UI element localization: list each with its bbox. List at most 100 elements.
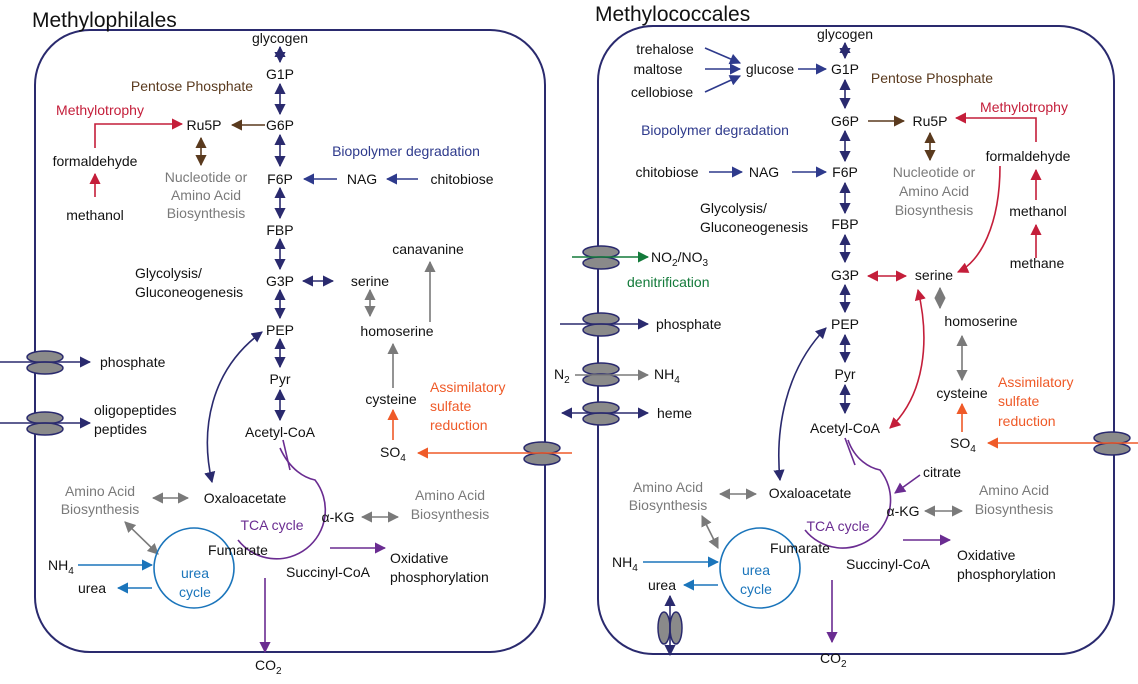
- right-methanol: methanol: [1009, 203, 1067, 219]
- left-formaldehyde: formaldehyde: [53, 153, 138, 169]
- left-glycogen: glycogen: [252, 30, 308, 46]
- left-cysteine: cysteine: [365, 391, 417, 407]
- right-oxidative-line1: Oxidative: [957, 547, 1016, 563]
- left-nag: NAG: [347, 171, 377, 187]
- right-akg: α-KG: [887, 503, 920, 519]
- right-sulfate-transporter-icon: [1093, 431, 1131, 456]
- right-pep: PEP: [831, 316, 859, 332]
- right-so4: SO4: [950, 435, 976, 455]
- left-f6p: F6P: [267, 171, 293, 187]
- left-biopolymer-degradation-label: Biopolymer degradation: [332, 143, 480, 159]
- methylococcales-cell-membrane: [597, 25, 1115, 655]
- right-g1p: G1P: [831, 61, 859, 77]
- right-pyr: Pyr: [835, 366, 856, 382]
- left-oxidative-line2: phosphorylation: [390, 569, 489, 585]
- right-nucleotide-line1: Nucleotide or: [893, 164, 976, 180]
- left-aa-bio-left-line2: Biosynthesis: [61, 501, 140, 517]
- left-assimilatory-line3: reduction: [430, 417, 488, 433]
- left-fumarate: Fumarate: [208, 542, 268, 558]
- right-pentose-phosphate-label: Pentose Phosphate: [871, 70, 993, 86]
- right-chitobiose: chitobiose: [635, 164, 698, 180]
- left-nh4: NH4: [48, 557, 74, 577]
- right-cysteine: cysteine: [936, 385, 988, 401]
- left-tca-cycle-label: TCA cycle: [240, 517, 303, 533]
- right-glycolysis-line1: Glycolysis/: [700, 200, 767, 216]
- right-aa-bio-right-line2: Biosynthesis: [975, 501, 1054, 517]
- methylophilales-cell-membrane: [34, 29, 546, 653]
- right-phosphate-transporter-icon: [582, 312, 620, 337]
- left-pep: PEP: [266, 322, 294, 338]
- right-formaldehyde: formaldehyde: [986, 148, 1071, 164]
- left-urea: urea: [78, 580, 106, 596]
- left-aa-bio-left-line1: Amino Acid: [65, 483, 135, 499]
- left-g6p: G6P: [266, 117, 294, 133]
- right-urea: urea: [648, 577, 676, 593]
- right-urea-cycle-line2: cycle: [740, 581, 772, 597]
- right-serine: serine: [915, 267, 953, 283]
- right-urea-cycle-line1: urea: [742, 562, 770, 578]
- right-maltose: maltose: [633, 61, 682, 77]
- left-co2: CO2: [255, 657, 282, 677]
- right-methane: methane: [1010, 255, 1065, 271]
- left-phosphate: phosphate: [100, 354, 166, 370]
- right-nucleotide-line3: Biosynthesis: [895, 202, 974, 218]
- right-g3p: G3P: [831, 267, 859, 283]
- right-fbp: FBP: [831, 216, 858, 232]
- right-aa-bio-right-line1: Amino Acid: [979, 482, 1049, 498]
- left-chitobiose: chitobiose: [430, 171, 493, 187]
- left-aa-bio-right-line1: Amino Acid: [415, 487, 485, 503]
- left-nucleotide-line3: Biosynthesis: [167, 205, 246, 221]
- left-succinyl-coa: Succinyl-CoA: [286, 564, 371, 580]
- right-citrate: citrate: [923, 464, 961, 480]
- left-pentose-phosphate-label: Pentose Phosphate: [131, 78, 253, 94]
- right-succinyl-coa: Succinyl-CoA: [846, 556, 931, 572]
- right-glycolysis-line2: Gluconeogenesis: [700, 219, 808, 235]
- right-tca-cycle-label: TCA cycle: [806, 518, 869, 534]
- right-ru5p: Ru5P: [912, 113, 947, 129]
- left-akg: α-KG: [322, 509, 355, 525]
- right-assimilatory-line1: Assimilatory: [998, 374, 1073, 390]
- left-oligopeptides: oligopeptides: [94, 402, 177, 418]
- right-fumarate: Fumarate: [770, 540, 830, 556]
- right-arrows: [560, 41, 1138, 657]
- right-trehalose: trehalose: [636, 41, 694, 57]
- left-canavanine: canavanine: [392, 241, 464, 257]
- right-no2-no3: NO2/NO3: [651, 249, 708, 269]
- left-glycolysis-line2: Gluconeogenesis: [135, 284, 243, 300]
- right-nag: NAG: [749, 164, 779, 180]
- left-assimilatory-line1: Assimilatory: [430, 379, 505, 395]
- left-g3p: G3P: [266, 273, 294, 289]
- right-glucose: glucose: [746, 61, 794, 77]
- left-oxaloacetate: Oxaloacetate: [204, 490, 287, 506]
- left-arrows: [0, 45, 572, 654]
- left-pyr: Pyr: [270, 371, 291, 387]
- left-phosphate-transporter-icon: [26, 350, 64, 375]
- left-oligopeptide-transporter-icon: [26, 411, 64, 436]
- left-peptides: peptides: [94, 421, 147, 437]
- left-acetyl-coa: Acetyl-CoA: [245, 424, 316, 440]
- left-urea-cycle-line1: urea: [181, 565, 209, 581]
- left-serine: serine: [351, 273, 389, 289]
- left-aa-bio-right-line2: Biosynthesis: [411, 506, 490, 522]
- right-nh4: NH4: [612, 554, 638, 574]
- right-n2: N2: [554, 366, 570, 386]
- left-methylotrophy-label: Methylotrophy: [56, 102, 144, 118]
- right-panel-title: Methylococcales: [595, 3, 750, 26]
- right-cellobiose: cellobiose: [631, 84, 693, 100]
- left-so4: SO4: [380, 444, 406, 464]
- right-aa-bio-left-line1: Amino Acid: [633, 479, 703, 495]
- right-oxidative-line2: phosphorylation: [957, 566, 1056, 582]
- right-nucleotide-line2: Amino Acid: [899, 183, 969, 199]
- right-nh4-transport: NH4: [654, 366, 680, 386]
- right-acetyl-coa: Acetyl-CoA: [810, 420, 881, 436]
- left-glycolysis-line1: Glycolysis/: [135, 265, 202, 281]
- left-oxidative-line1: Oxidative: [390, 550, 449, 566]
- left-assimilatory-line2: sulfate: [430, 398, 471, 414]
- left-g1p: G1P: [266, 66, 294, 82]
- right-assimilatory-line3: reduction: [998, 413, 1056, 429]
- right-aa-bio-left-line2: Biosynthesis: [629, 497, 708, 513]
- right-f6p: F6P: [832, 164, 858, 180]
- left-nucleotide-line1: Nucleotide or: [165, 169, 248, 185]
